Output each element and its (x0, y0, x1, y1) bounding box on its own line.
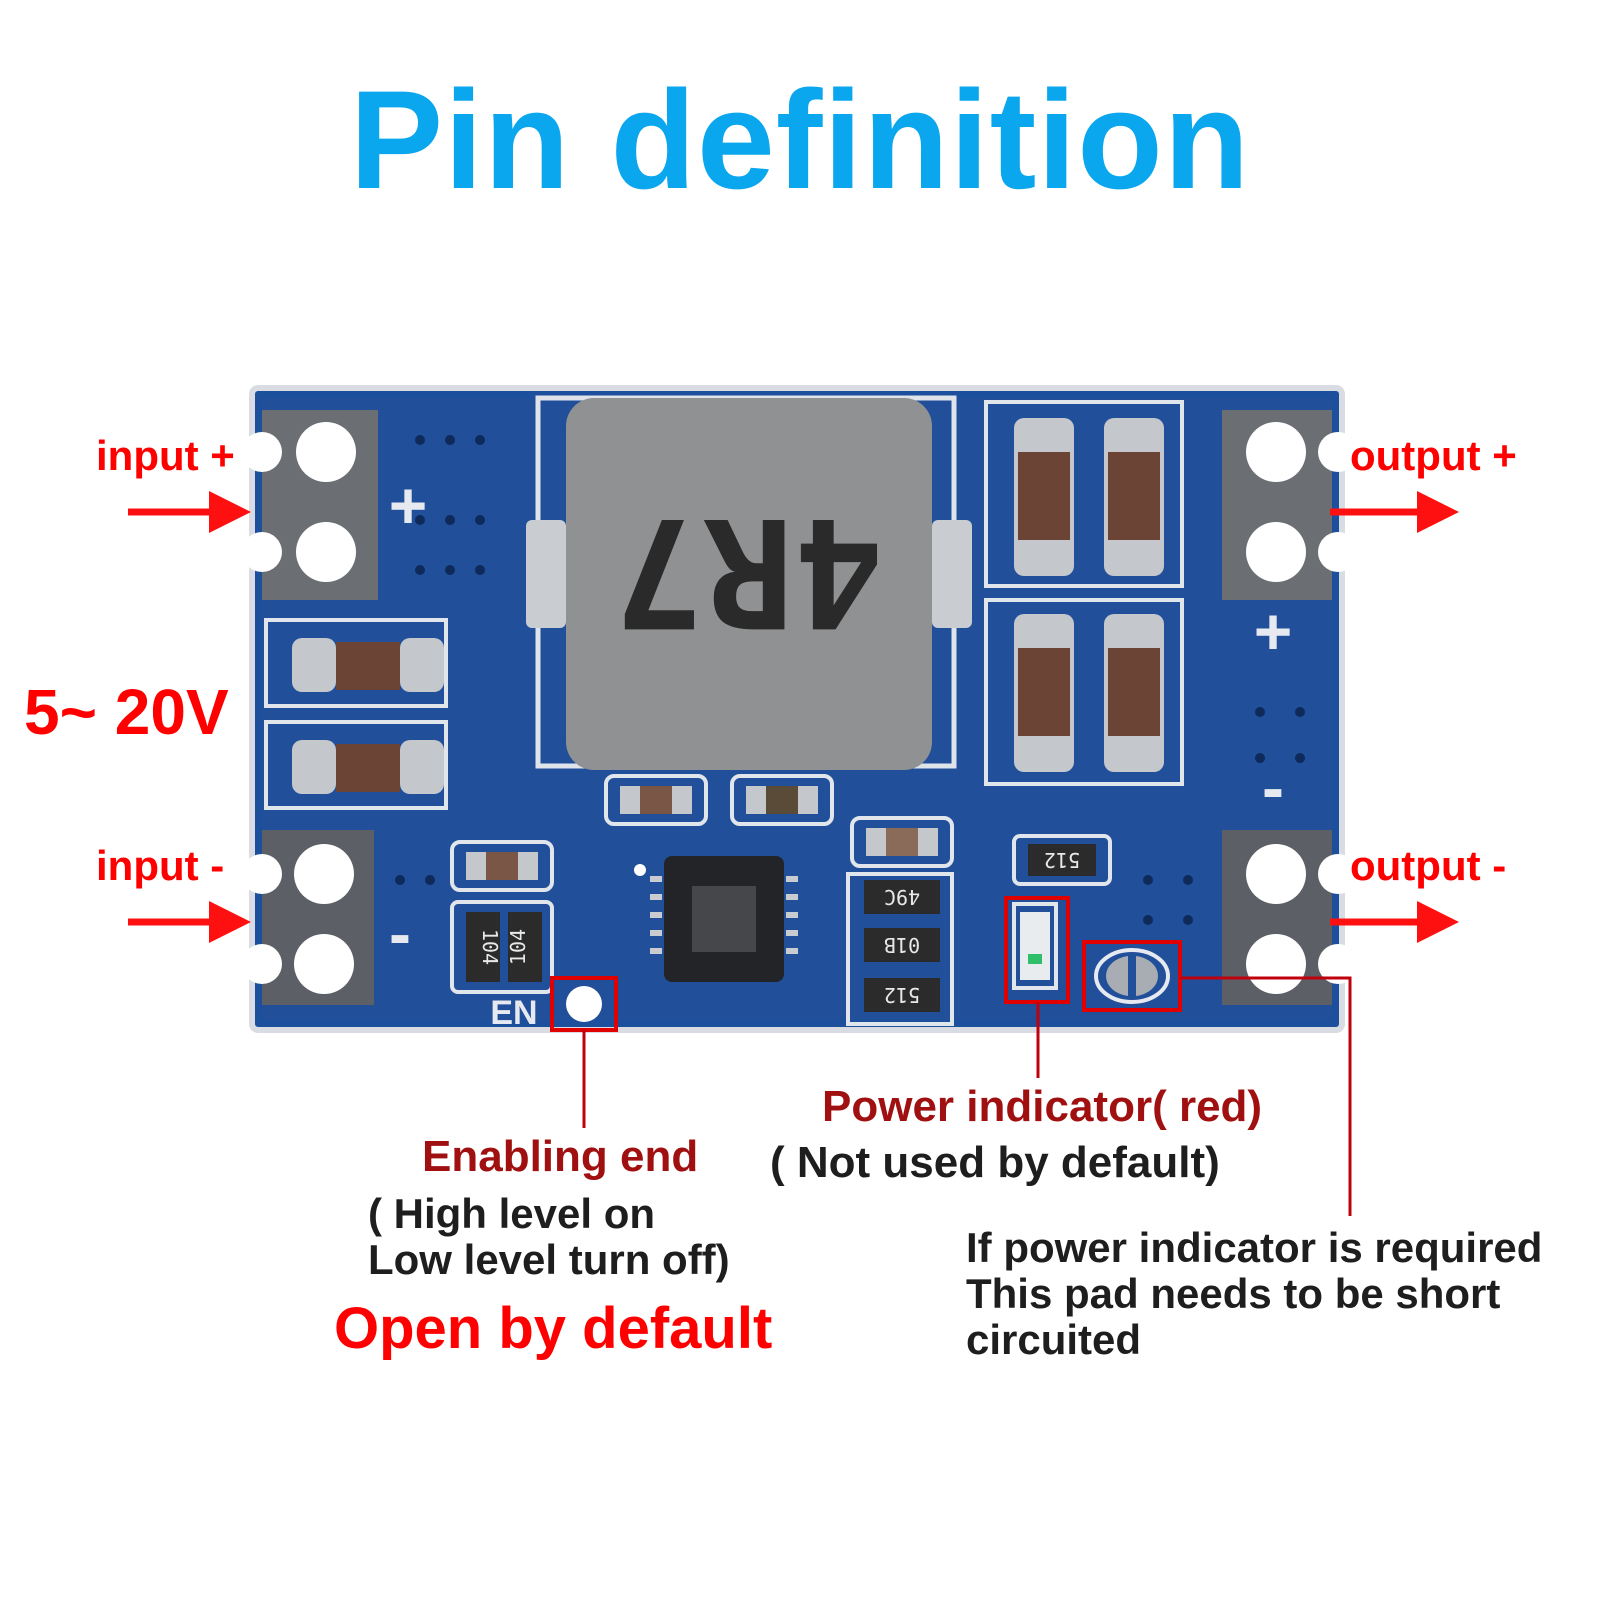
output-minus-label: output - (1350, 842, 1507, 889)
svg-text:104: 104 (506, 929, 530, 965)
svg-text:49C: 49C (884, 885, 920, 909)
input-plus-pads (242, 410, 378, 600)
output-plus-pads (1222, 410, 1358, 600)
ic-chip (634, 856, 798, 982)
silk-minus-left: - (389, 896, 411, 970)
page-title: Pin definition (349, 61, 1251, 218)
inductor (566, 398, 932, 770)
silk-plus-left: + (389, 468, 428, 542)
input-capacitor-bottom (264, 720, 448, 810)
enable-line2: Low level turn off) (368, 1236, 730, 1283)
small-caps (450, 774, 954, 892)
pad-note-line1: If power indicator is required (966, 1224, 1543, 1271)
input-minus-pads (242, 830, 374, 1005)
pin-arrows (128, 491, 1459, 943)
silk-minus-right: - (1262, 750, 1284, 824)
silk-plus-right: + (1254, 594, 1293, 668)
callout-lines (582, 976, 1352, 1216)
inductor-code: 4R7 (614, 484, 885, 658)
svg-text:512: 512 (884, 983, 920, 1007)
svg-text:512: 512 (1044, 848, 1080, 872)
enable-line1: ( High level on (368, 1190, 656, 1237)
pad-note-line3: circuited (966, 1316, 1142, 1363)
output-capacitors (984, 400, 1184, 786)
vias (395, 435, 1305, 925)
resistor-column: 49C 01B 512 (846, 872, 954, 1026)
en-pad (566, 986, 602, 1022)
silk-en: EN (490, 994, 537, 1032)
solder-jumper-pad (1094, 948, 1170, 1004)
resistors-104: 104 104 (450, 900, 554, 994)
power-led (1012, 902, 1058, 990)
svg-text:01B: 01B (884, 933, 920, 957)
input-capacitor-top (264, 618, 448, 708)
pad-highlight-box (1082, 940, 1182, 1012)
enable-title: Enabling end (422, 1132, 699, 1181)
power-indicator-sub: ( Not used by default) (770, 1138, 1220, 1187)
input-plus-label: input + (96, 432, 235, 479)
power-indicator-title: Power indicator( red) (822, 1082, 1263, 1131)
voltage-range-label: 5~ 20V (24, 676, 229, 748)
output-minus-pads (1222, 830, 1358, 1005)
resistor-512-top: 512 (1012, 834, 1112, 886)
svg-text:104: 104 (478, 929, 502, 965)
enable-default: Open by default (334, 1296, 773, 1361)
input-minus-label: input - (96, 842, 225, 889)
output-plus-label: output + (1350, 432, 1517, 479)
pad-note-line2: This pad needs to be short (966, 1270, 1501, 1317)
